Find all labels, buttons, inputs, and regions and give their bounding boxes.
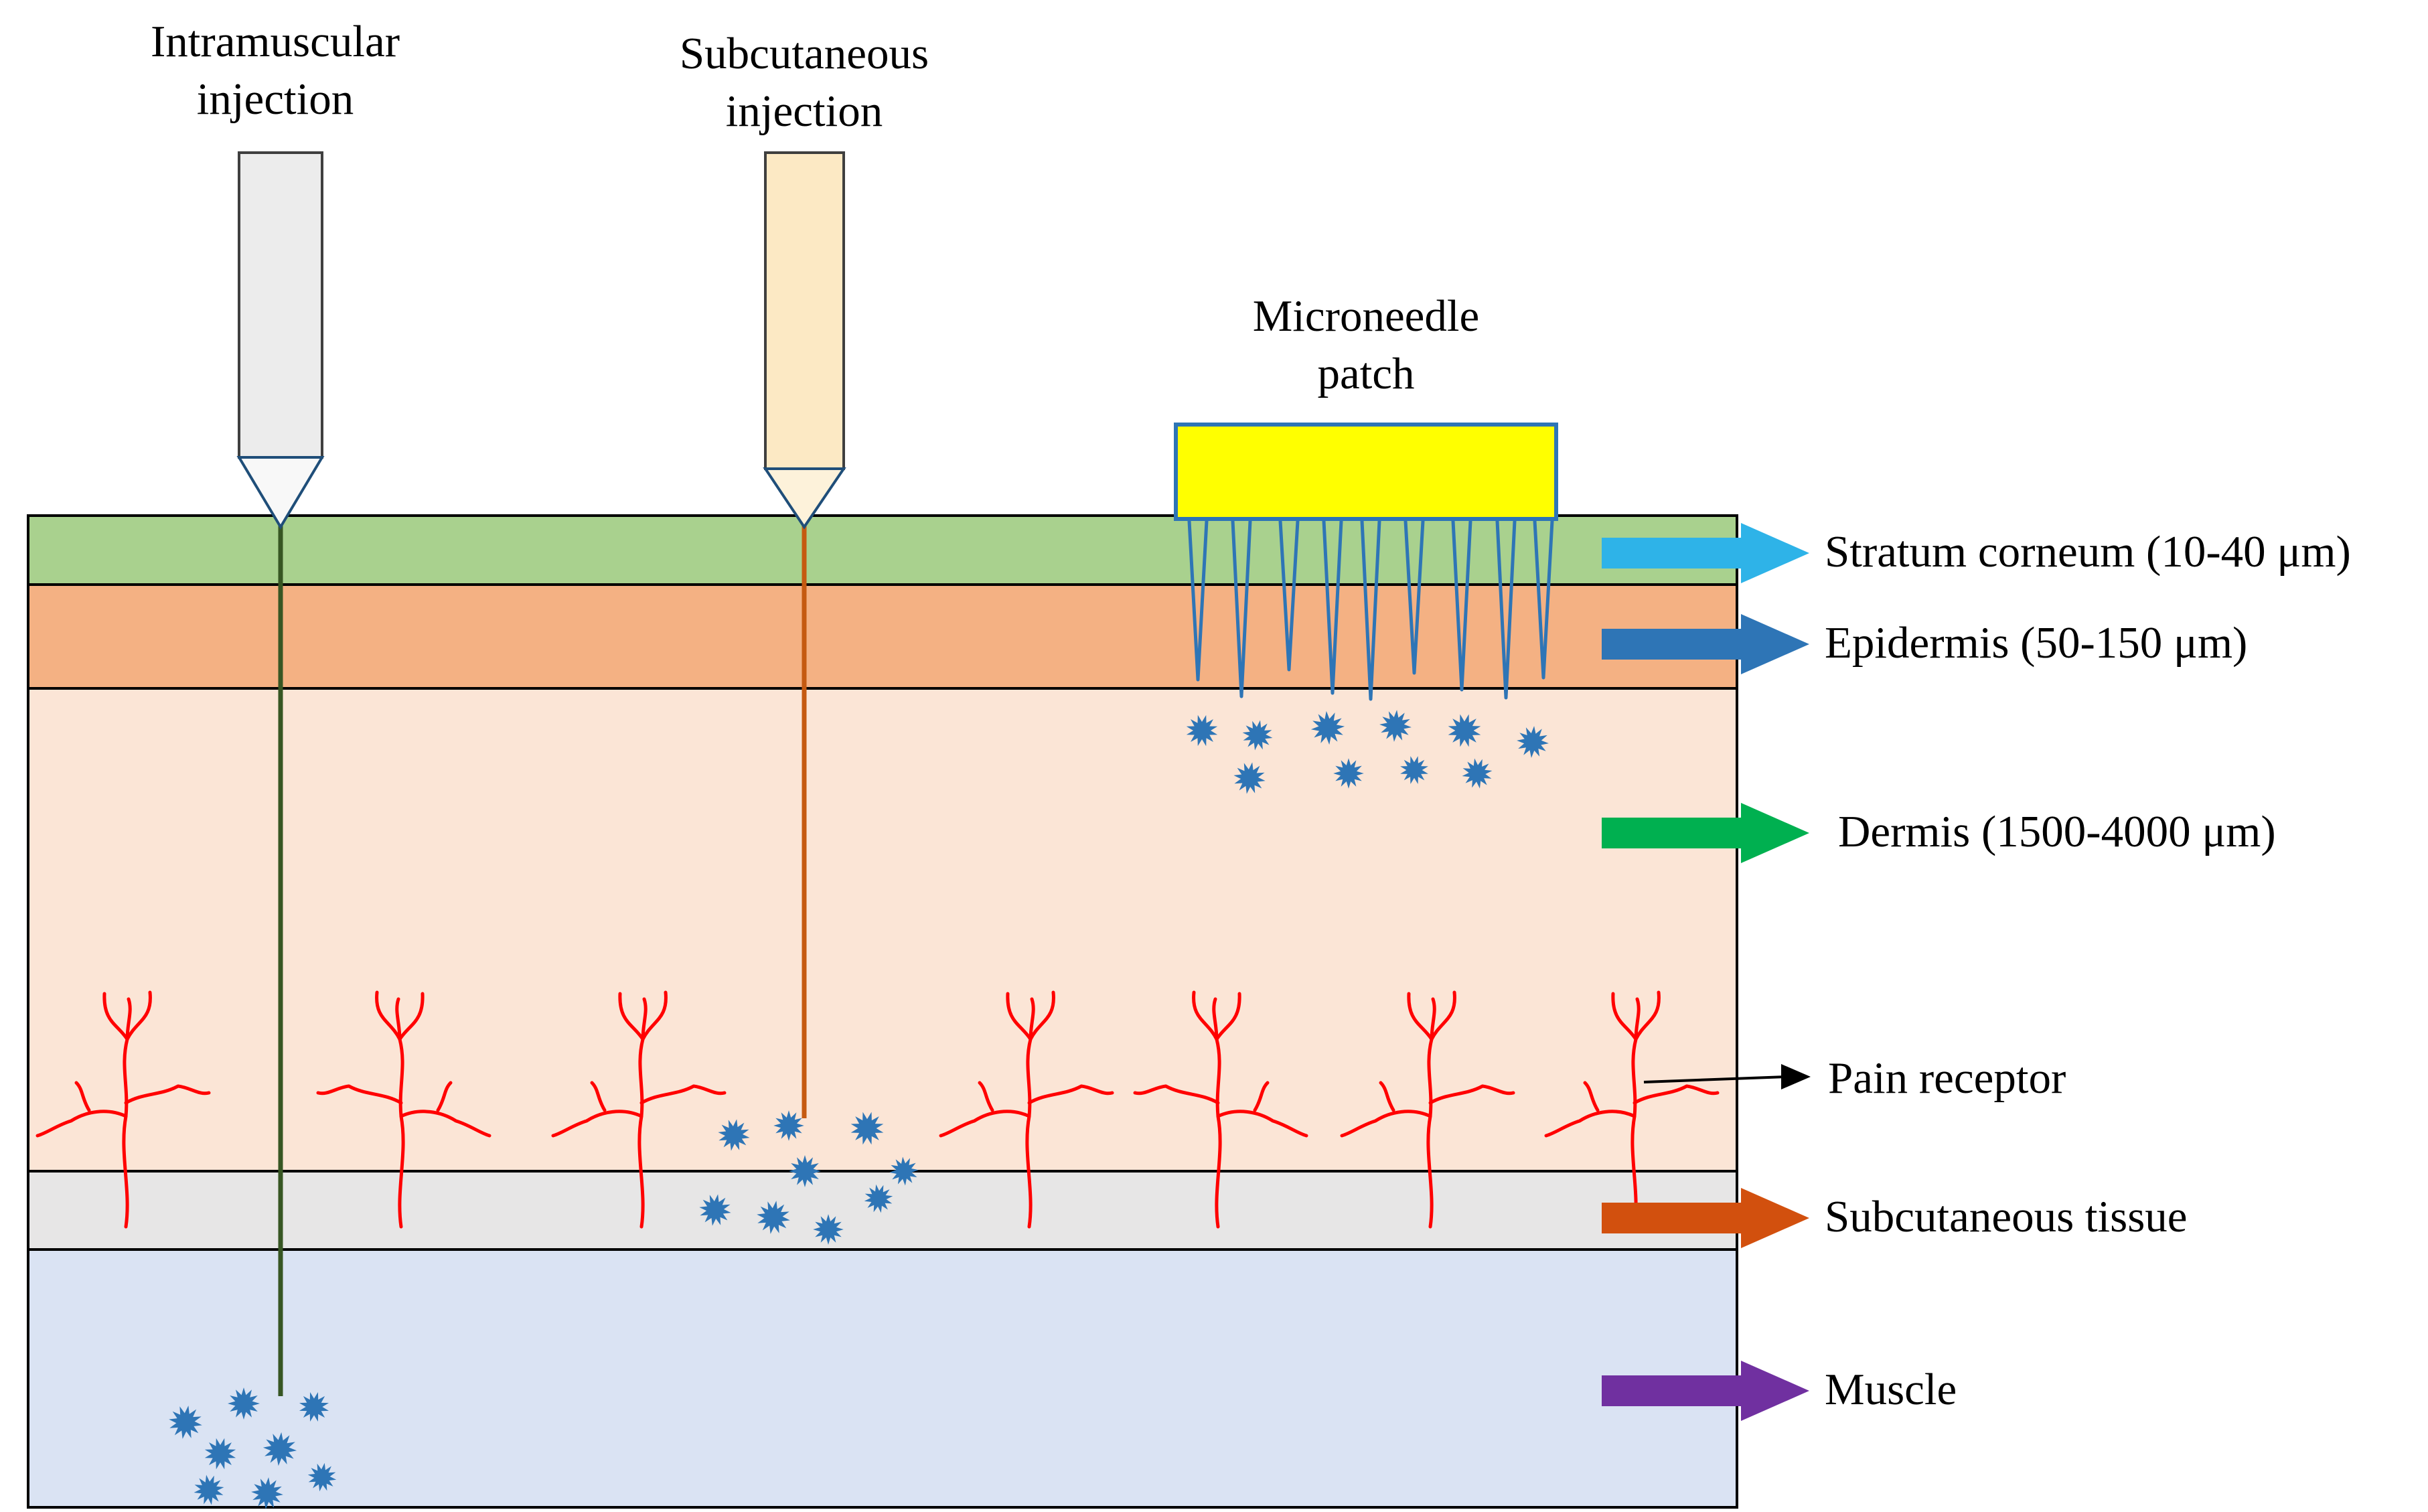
microneedle: [1495, 519, 1517, 700]
pain-receptor-arrowhead: [1781, 1064, 1811, 1089]
microneedle: [1187, 519, 1209, 682]
label-subcutaneous-tissue: Subcutaneous tissue: [1825, 1192, 2188, 1241]
pain-receptor-arrow-line: [1643, 1075, 1787, 1083]
subcutaneous-needle-tip: [763, 467, 846, 530]
pain-receptor-arrow: [1643, 1064, 1811, 1089]
skin-layers: [27, 514, 1738, 1509]
intramuscular-needle-body: [238, 151, 323, 459]
label-subcutaneous-injection: Subcutaneous injection: [679, 29, 929, 136]
skin-layer-stratum-corneum: [27, 514, 1738, 586]
label-pain-receptor: Pain receptor: [1828, 1053, 2066, 1103]
microneedle: [1322, 519, 1343, 695]
microneedle: [1278, 519, 1300, 672]
microneedle: [1533, 519, 1554, 680]
skin-layer-muscle: [27, 1248, 1738, 1509]
skin-layer-dermis: [27, 687, 1738, 1173]
muscle-arrow: [1602, 1361, 1809, 1421]
intramuscular-needle-tip: [236, 456, 325, 530]
microneedle: [1403, 519, 1425, 675]
microneedle: [1360, 519, 1381, 701]
label-dermis: Dermis (1500-4000 μm): [1838, 807, 2276, 856]
label-intramuscular-injection: Intramuscular injection: [150, 17, 400, 124]
subcutaneous-tissue-arrow: [1602, 1188, 1809, 1248]
skin-layer-subcutaneous-tissue: [27, 1170, 1738, 1251]
label-stratum-corneum: Stratum corneum (10-40 μm): [1825, 527, 2351, 577]
skin-layer-epidermis: [27, 583, 1738, 690]
label-muscle: Muscle: [1825, 1365, 1957, 1414]
microneedle-patch: [1174, 423, 1558, 521]
epidermis-arrow: [1602, 614, 1809, 674]
stratum-corneum-arrow: [1602, 523, 1809, 583]
label-epidermis: Epidermis (50-150 μm): [1825, 618, 2248, 668]
subcutaneous-needle-body: [764, 151, 845, 470]
dermis-arrow: [1602, 803, 1809, 863]
label-microneedle-patch: Microneedle patch: [1252, 291, 1480, 398]
microneedle: [1451, 519, 1472, 692]
microneedle-array: [1187, 519, 1554, 701]
microneedle: [1231, 519, 1252, 698]
